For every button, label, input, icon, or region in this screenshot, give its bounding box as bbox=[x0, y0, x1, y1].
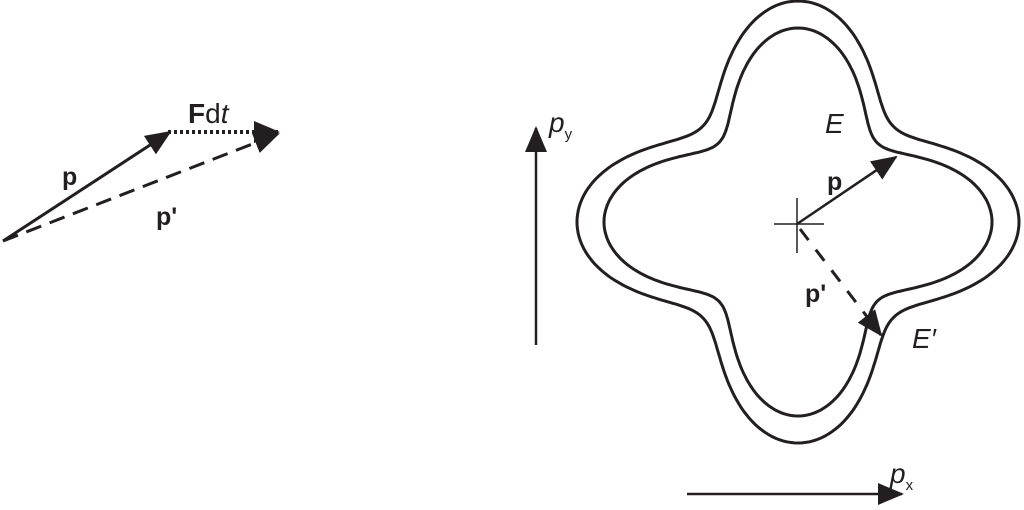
px-axis-label: px bbox=[889, 458, 914, 494]
p-vector bbox=[2, 130, 172, 243]
force-d: d bbox=[205, 98, 221, 129]
p-vector-inner bbox=[796, 155, 898, 226]
energy-surface-E bbox=[602, 26, 994, 418]
energy-surface-E-prime bbox=[575, 0, 1021, 445]
py-axis-label: py bbox=[548, 107, 573, 143]
force-t: t bbox=[221, 98, 230, 129]
p-prime-label-inner: p' bbox=[805, 280, 826, 308]
p-label-inner: p bbox=[827, 168, 842, 196]
p-label: p bbox=[62, 163, 77, 191]
p-prime-label: p' bbox=[156, 203, 177, 231]
force-F: F bbox=[188, 98, 205, 129]
vector-addition: p p' Fdt bbox=[2, 98, 280, 243]
p-prime-vector-inner bbox=[798, 228, 883, 337]
E-prime-label: E′ bbox=[912, 323, 938, 354]
force-label: Fdt bbox=[188, 98, 230, 129]
E-label: E bbox=[825, 108, 844, 139]
